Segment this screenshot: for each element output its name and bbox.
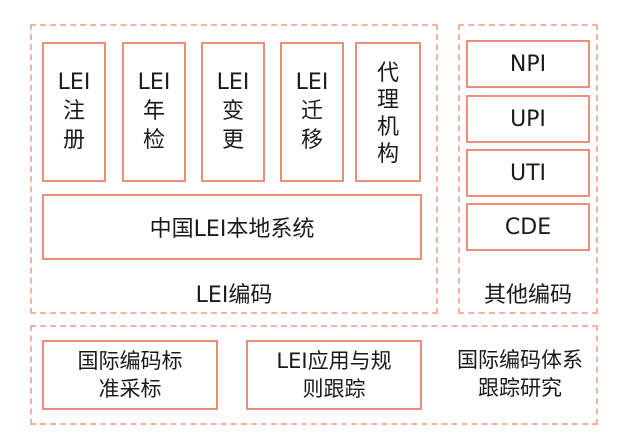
lei-transfer-line1: LEI bbox=[295, 70, 329, 95]
intl-code-standard-adoption-box: 国际编码标 准采标 bbox=[42, 340, 218, 410]
agent-institution-line4: 构 bbox=[376, 142, 399, 167]
cde-box: CDE bbox=[466, 203, 590, 251]
intl-code-system-research-label: 国际编码体系 跟踪研究 bbox=[432, 346, 608, 402]
intl-code-system-research-line1: 国际编码体系 bbox=[457, 348, 583, 372]
agent-institution-line1: 代 bbox=[376, 61, 399, 86]
lei-application-rule-tracking-box: LEI应用与规 则跟踪 bbox=[246, 340, 422, 410]
lei-registration-line3: 册 bbox=[62, 128, 85, 153]
lei-change-line2: 变 bbox=[221, 99, 244, 124]
lei-transfer-line2: 迁 bbox=[300, 99, 323, 124]
upi-box: UPI bbox=[466, 95, 590, 143]
lei-annual-review-box: LEI 年 检 bbox=[122, 42, 186, 182]
agent-institution-line3: 机 bbox=[376, 115, 399, 140]
lei-transfer-line3: 移 bbox=[300, 128, 323, 153]
uti-label: UTI bbox=[509, 160, 547, 186]
lei-annual-review-line3: 检 bbox=[142, 128, 165, 153]
lei-registration-line2: 注 bbox=[62, 99, 85, 124]
intl-code-system-research-line2: 跟踪研究 bbox=[478, 376, 562, 400]
lei-application-rule-tracking-line2: 则跟踪 bbox=[302, 377, 366, 401]
lei-application-rule-tracking-line1: LEI应用与规 bbox=[276, 349, 392, 373]
agent-institution-line2: 理 bbox=[376, 88, 399, 113]
upi-label: UPI bbox=[510, 106, 546, 132]
lei-registration-box: LEI 注 册 bbox=[42, 42, 106, 182]
lei-section-title: LEI编码 bbox=[195, 283, 273, 308]
other-codes-container bbox=[458, 24, 598, 314]
npi-label: NPI bbox=[509, 51, 547, 77]
intl-code-standard-adoption-line1: 国际编码标 bbox=[77, 349, 183, 373]
lei-annual-review-line2: 年 bbox=[142, 99, 165, 124]
lei-change-line3: 更 bbox=[221, 128, 244, 153]
other-codes-title: 其他编码 bbox=[483, 283, 572, 308]
lei-change-line1: LEI bbox=[216, 70, 250, 95]
china-lei-local-system-label: 中国LEI本地系统 bbox=[149, 217, 315, 242]
uti-box: UTI bbox=[466, 149, 590, 197]
npi-box: NPI bbox=[466, 40, 590, 88]
intl-code-standard-adoption-line2: 准采标 bbox=[98, 377, 162, 401]
agent-institution-box: 代 理 机 构 bbox=[355, 42, 421, 182]
lei-annual-review-line1: LEI bbox=[137, 70, 171, 95]
lei-registration-line1: LEI bbox=[57, 70, 91, 95]
research-section-container bbox=[30, 325, 598, 425]
lei-section-container bbox=[30, 24, 438, 314]
lei-transfer-box: LEI 迁 移 bbox=[280, 42, 344, 182]
lei-change-box: LEI 变 更 bbox=[201, 42, 265, 182]
china-lei-local-system-box: 中国LEI本地系统 bbox=[42, 194, 422, 260]
cde-label: CDE bbox=[504, 214, 552, 240]
